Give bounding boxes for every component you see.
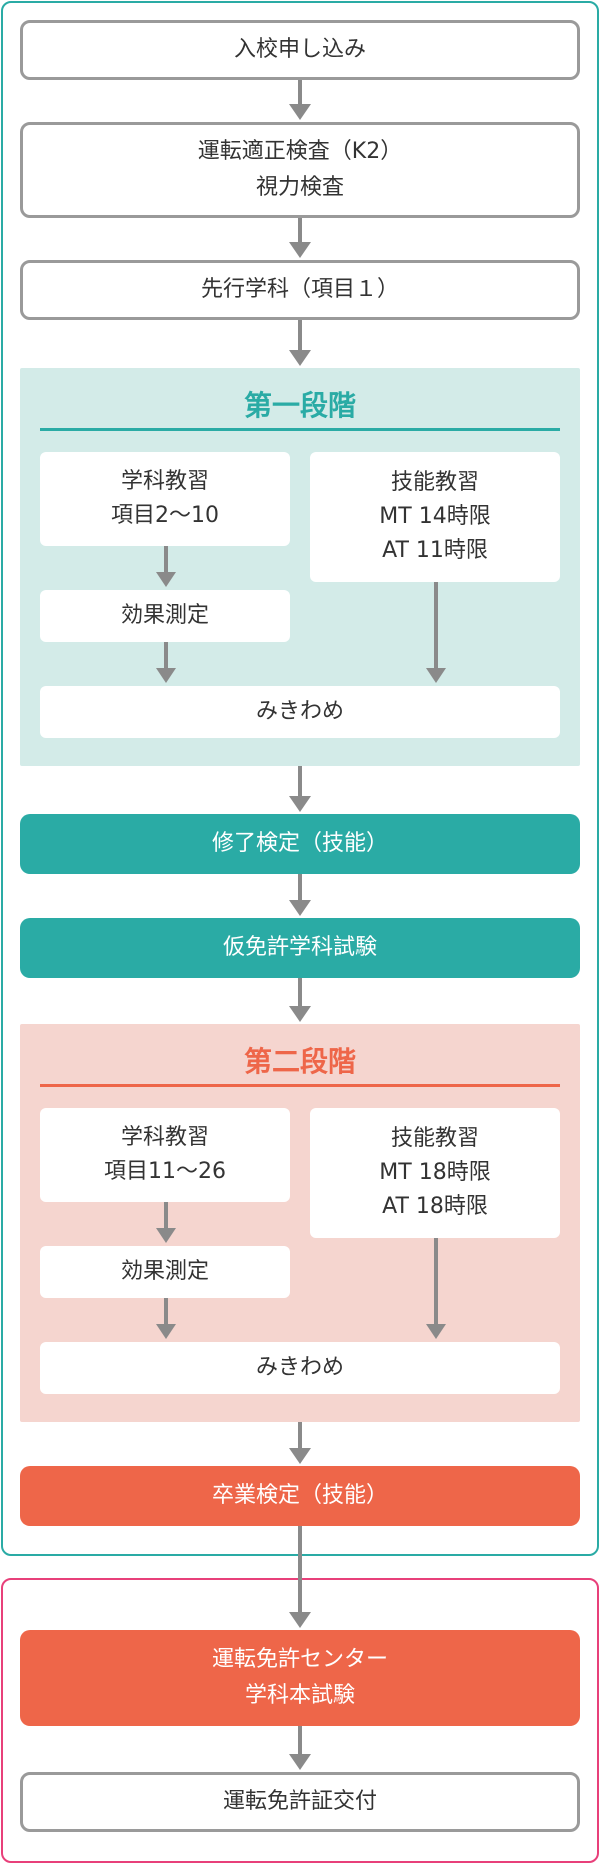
stage1-academic-title: 学科教習 [120, 469, 209, 494]
arrow-down-icon [289, 1422, 311, 1464]
step-graduation-exam-label: 卒業検定（技能） [211, 1483, 388, 1508]
step-graduation-exam: 卒業検定（技能） [20, 1466, 580, 1526]
step-aptitude-test: 運転適正検査（K2） 視力検査 [20, 122, 580, 218]
stage2-academic-box: 学科教習 項目11〜26 [40, 1108, 290, 1202]
arrow-down-icon [156, 1298, 176, 1339]
arrow-down-icon [289, 766, 311, 812]
arrow-down-icon [156, 1202, 176, 1243]
stage2-title: 第二段階 [243, 1045, 356, 1078]
stage1-skill-mt: MT 14時限 [379, 504, 491, 529]
step-license-issue-label: 運転免許証交付 [222, 1789, 377, 1814]
stage2-skill-box: 技能教習 MT 18時限 AT 18時限 [310, 1108, 560, 1238]
stage2-academic-items: 項目11〜26 [104, 1159, 226, 1184]
step-aptitude-line1: 運転適正検査（K2） [197, 139, 403, 164]
stage2-divider [40, 1084, 560, 1087]
step-completion-exam: 修了検定（技能） [20, 814, 580, 874]
arrow-down-icon [289, 978, 311, 1022]
stage1-skill-box: 技能教習 MT 14時限 AT 11時限 [310, 452, 560, 582]
arrow-down-icon [289, 1726, 311, 1770]
stage1-academic-box: 学科教習 項目2〜10 [40, 452, 290, 546]
step-enroll-label: 入校申し込み [233, 37, 366, 62]
step-license-issue: 運転免許証交付 [20, 1772, 580, 1832]
stage2-skill-title: 技能教習 [390, 1126, 479, 1151]
arrow-down-icon [426, 582, 446, 683]
step-advance-study: 先行学科（項目１） [20, 260, 580, 320]
stage1-skill-title: 技能教習 [390, 470, 479, 495]
arrow-down-icon [289, 320, 311, 366]
step-license-center-line1: 運転免許センター [211, 1647, 388, 1672]
step-completion-exam-label: 修了検定（技能） [211, 831, 388, 856]
stage1-skill-at: AT 11時限 [382, 538, 488, 563]
stage2-effect-box: 効果測定 [40, 1246, 290, 1298]
stage1-effect-label: 効果測定 [120, 603, 209, 628]
stage1-assess-label: みきわめ [255, 699, 344, 724]
arrow-down-icon [156, 546, 176, 587]
stage2-assess-box: みきわめ [40, 1342, 560, 1394]
step-provisional-exam: 仮免許学科試験 [20, 918, 580, 978]
step-advance-study-label: 先行学科（項目１） [200, 277, 399, 302]
arrow-down-icon [156, 642, 176, 683]
stage1-title: 第一段階 [243, 389, 356, 422]
arrow-down-icon [289, 80, 311, 120]
arrow-down-icon [289, 874, 311, 916]
stage2-effect-label: 効果測定 [120, 1259, 209, 1284]
stage1-divider [40, 428, 560, 431]
step-license-center: 運転免許センター 学科本試験 [20, 1630, 580, 1726]
stage1-academic-items: 項目2〜10 [111, 503, 219, 528]
step-license-center-line2: 学科本試験 [244, 1683, 355, 1708]
stage2-academic-title: 学科教習 [120, 1125, 209, 1150]
step-provisional-exam-label: 仮免許学科試験 [222, 935, 377, 960]
step-enroll: 入校申し込み [20, 20, 580, 80]
stage1-effect-box: 効果測定 [40, 590, 290, 642]
arrow-down-icon [289, 218, 311, 258]
stage2-skill-at: AT 18時限 [382, 1194, 488, 1219]
arrow-down-icon [289, 1526, 311, 1628]
step-aptitude-line2: 視力検査 [255, 175, 344, 200]
stage2-skill-mt: MT 18時限 [379, 1160, 491, 1185]
stage2-assess-label: みきわめ [255, 1355, 344, 1380]
stage1-assess-box: みきわめ [40, 686, 560, 738]
arrow-down-icon [426, 1238, 446, 1339]
